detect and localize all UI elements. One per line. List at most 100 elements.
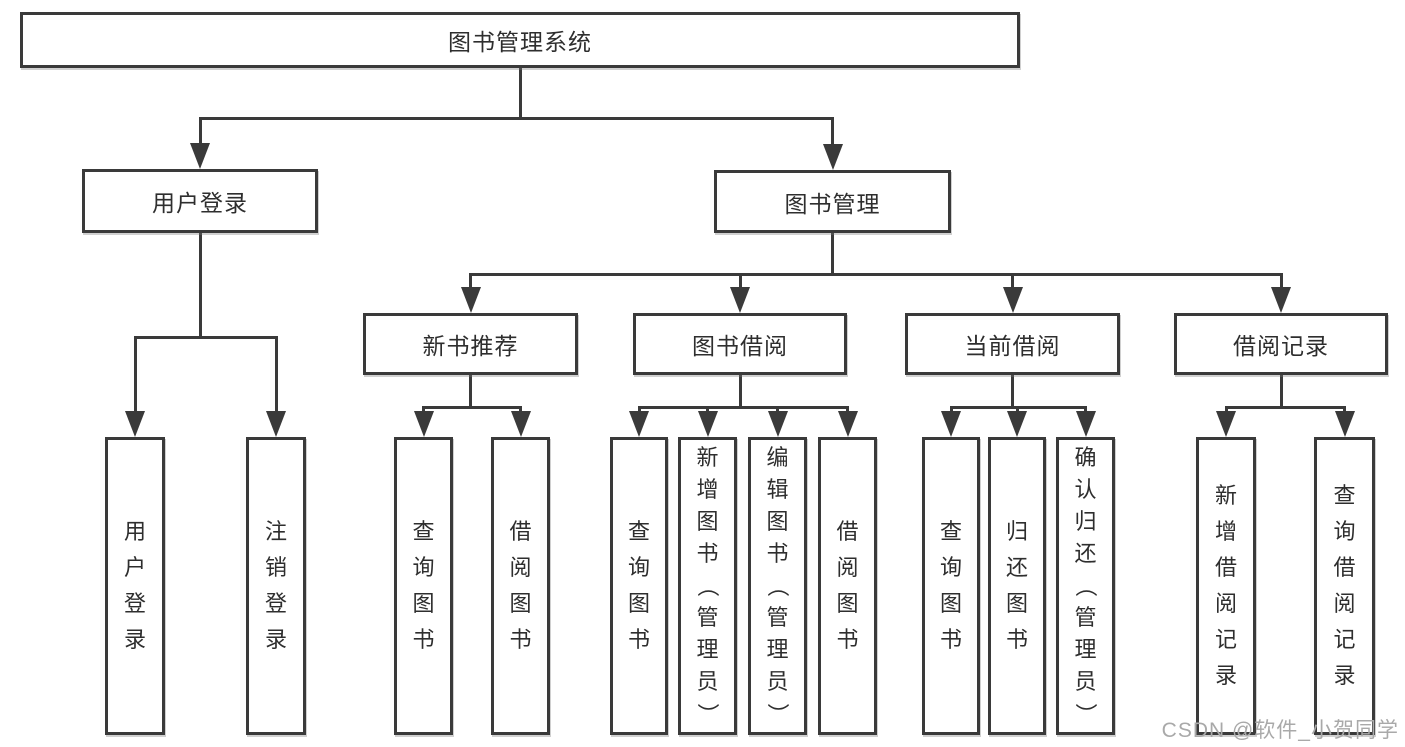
node-label-char: 图: [766, 509, 789, 534]
node-label-char: 录: [1214, 663, 1237, 688]
node-label-char: 销: [264, 555, 287, 580]
node-label-char: ）: [765, 702, 791, 726]
node-label: 归还图书: [1006, 514, 1028, 658]
connector-drop-leaf-br-query-record: [1343, 406, 1346, 413]
connector-drop-user-login: [198, 117, 202, 145]
node-label-char: 图: [412, 591, 435, 616]
connector-drop-leaf-cb-query-book: [949, 406, 953, 413]
node-label-char: 阅: [509, 555, 532, 580]
node-label-char: 图: [939, 591, 962, 616]
node-label-char: 确: [1074, 445, 1097, 470]
node-label-char: 询: [412, 555, 435, 580]
watermark: CSDN @软件_小贺同学: [1161, 719, 1399, 742]
connector-drop-leaf-br-add-record: [1224, 406, 1228, 413]
arrow-into-leaf-br-query-record: [1334, 411, 1355, 437]
node-label-char: 询: [1333, 519, 1356, 544]
node-label-char: 归: [1074, 509, 1097, 534]
diagram-node-leaf-br-query-record: 查询借阅记录: [1314, 437, 1375, 735]
node-label-char: 图: [627, 591, 650, 616]
connector-bus-book-borrow: [637, 406, 849, 409]
diagram-node-leaf-cb-confirm-return: 确认归还（管理员）: [1056, 437, 1115, 735]
node-label-char: 询: [939, 555, 962, 580]
connector-stem-new-book-rec: [469, 375, 472, 406]
node-label-char: 管: [766, 605, 789, 630]
diagram-node-leaf-rec-borrow-book: 借阅图书: [491, 437, 550, 735]
node-label: 借阅图书: [509, 514, 531, 658]
arrow-into-leaf-logout: [266, 411, 286, 437]
connector-bus-new-book-rec: [422, 406, 522, 409]
node-label-char: 增: [696, 477, 719, 502]
node-label-char: 用: [123, 519, 146, 544]
node-label: 查询图书: [628, 514, 650, 658]
node-label: 图书借阅: [692, 333, 788, 359]
node-label-char: 记: [1214, 627, 1237, 652]
arrow-into-user-login: [190, 143, 210, 169]
node-label: 用户登录: [152, 190, 248, 216]
connector-drop-leaf-cb-return-book: [1015, 406, 1019, 413]
node-label-char: 录: [264, 627, 287, 652]
connector-drop-leaf-rec-borrow-book: [519, 406, 522, 413]
arrow-into-leaf-cb-confirm-return: [1075, 411, 1096, 437]
diagram-node-leaf-user-login: 用户登录: [105, 437, 165, 735]
node-label-char: 编: [766, 445, 789, 470]
node-label-char: 借: [836, 519, 859, 544]
connector-drop-leaf-logout: [274, 336, 278, 413]
node-label-char: 阅: [836, 555, 859, 580]
connector-drop-borrow-records: [1279, 273, 1283, 289]
diagram-node-leaf-bb-add-book: 新增图书（管理员）: [678, 437, 737, 735]
node-label: 当前借阅: [964, 333, 1061, 359]
diagram-node-leaf-cb-query-book: 查询图书: [922, 437, 980, 735]
connector-drop-leaf-cb-confirm-return: [1084, 406, 1087, 413]
node-label-char: 户: [123, 555, 146, 580]
node-label: 新书推荐: [422, 333, 519, 359]
node-label: 确认归还（管理员）: [1073, 442, 1098, 730]
connector-bus-user-login: [133, 336, 278, 339]
node-label-char: 登: [264, 591, 287, 616]
node-label-char: 书: [836, 627, 859, 652]
node-label-char: 书: [627, 627, 650, 652]
node-label-char: 归: [1005, 519, 1028, 544]
connector-drop-leaf-bb-edit-book: [776, 406, 779, 413]
diagram-node-leaf-logout: 注销登录: [246, 437, 306, 735]
arrow-into-leaf-br-add-record: [1216, 411, 1236, 437]
node-label: 图书管理: [784, 190, 881, 217]
node-label-char: 书: [509, 627, 532, 652]
connector-drop-current-borrow: [1011, 273, 1014, 289]
node-label-char: 理: [1074, 637, 1097, 662]
connector-drop-leaf-user-login: [133, 336, 137, 413]
node-label-char: 查: [1333, 483, 1356, 508]
connector-drop-book-borrow: [738, 273, 742, 289]
diagram-node-leaf-cb-return-book: 归还图书: [988, 437, 1046, 735]
node-label-char: （: [765, 574, 791, 598]
node-label-char: 认: [1074, 477, 1097, 502]
connector-drop-new-book-rec: [469, 273, 472, 289]
diagram-node-new-book-rec: 新书推荐: [363, 313, 578, 375]
arrow-into-current-borrow: [1002, 287, 1023, 313]
node-label-char: 增: [1214, 519, 1237, 544]
diagram-node-leaf-br-add-record: 新增借阅记录: [1196, 437, 1256, 735]
arrow-into-leaf-bb-query-book: [629, 411, 649, 437]
connector-stem-book-borrow: [738, 375, 742, 406]
node-label-char: 还: [1005, 555, 1028, 580]
arrow-into-book-borrow: [730, 287, 750, 313]
node-label-char: 书: [939, 627, 962, 652]
connector-stem-user-login: [198, 233, 202, 336]
diagram-node-current-borrow: 当前借阅: [905, 313, 1120, 375]
connector-stem-current-borrow: [1011, 375, 1014, 406]
node-label-char: 借: [1214, 555, 1237, 580]
diagram-node-book-mgmt: 图书管理: [714, 170, 951, 233]
arrow-into-leaf-rec-borrow-book: [510, 411, 531, 437]
node-label-char: 书: [1005, 627, 1028, 652]
arrow-into-leaf-cb-return-book: [1007, 411, 1027, 437]
arrow-into-new-book-rec: [460, 287, 481, 313]
node-label-char: 录: [1333, 663, 1356, 688]
node-label-char: 录: [123, 627, 146, 652]
node-label-char: 员: [1074, 669, 1097, 694]
arrow-into-leaf-bb-edit-book: [767, 411, 788, 437]
connector-stem-root: [518, 68, 522, 117]
node-label-char: 借: [1333, 555, 1356, 580]
node-label-char: 书: [412, 627, 435, 652]
node-label: 查询图书: [940, 514, 962, 658]
node-label-char: 书: [766, 541, 789, 566]
